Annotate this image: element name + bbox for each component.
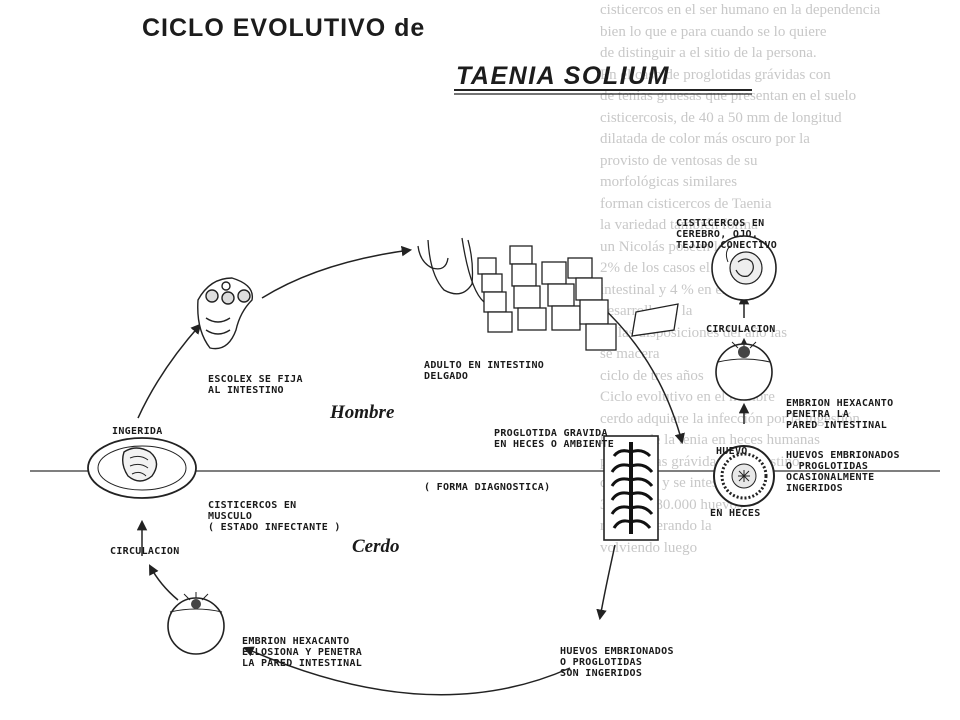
background-text-line: En el caso de proglotidas grávidas con	[600, 66, 831, 83]
label-ingerida: INGERIDA	[112, 426, 163, 437]
embryo-hatching-drawing	[167, 592, 225, 655]
diagram-title: CICLO EVOLUTIVO de	[142, 14, 426, 42]
arrow-ingerida-to-escolex	[137, 323, 202, 419]
background-text-line: dilatada de color más oscuro por la	[600, 131, 810, 147]
adult-worm-drawing	[417, 237, 679, 351]
label-circulacion-right: CIRCULACION	[706, 324, 776, 335]
background-text-line: bien lo que e para cuando se lo quiere	[600, 23, 827, 40]
background-text-line: 2% de los casos el	[600, 260, 710, 276]
background-text-line: de tenias gruesas que presentan en el su…	[600, 88, 857, 104]
label-circulacion-left: CIRCULACION	[110, 546, 180, 557]
arrow-adult-to-proglottid	[599, 304, 685, 445]
background-text-line: volviendo luego	[600, 539, 698, 556]
background-text-line: provisto de ventosas de su	[600, 152, 758, 169]
host-label-man: Hombre	[330, 402, 395, 423]
cycle-arrows	[136, 245, 750, 696]
background-text-line: de distinguir a el sitio de la persona.	[600, 45, 817, 61]
background-text-line: cerdo adquiere la infección por la inges…	[600, 410, 860, 427]
scolex-drawing	[197, 277, 254, 350]
arrow-proglottid-to-pig	[596, 544, 616, 621]
host-label-pig: Cerdo	[352, 536, 400, 557]
egg-drawing	[713, 445, 775, 507]
diagram-subtitle: TAENIA SOLIUM	[456, 62, 670, 90]
label-forma-diagnostica: ( FORMA DIAGNOSTICA)	[424, 482, 551, 493]
background-text-line: cisticercos en el ser humano en la depen…	[600, 2, 881, 18]
arrow-embrion-to-circulacion	[149, 564, 179, 601]
background-text-line: ciclo de tres años	[600, 367, 704, 384]
arrow-escolex-to-adult	[261, 245, 413, 299]
embryo-penetrating-drawing	[715, 340, 773, 401]
background-text-line: morfológicas similares	[600, 174, 738, 190]
cysticercus-brain-drawing	[711, 235, 777, 301]
gravid-proglottid-drawing	[603, 435, 659, 541]
arrow-eggs-to-embrion	[243, 646, 571, 696]
label-en-heces: EN HECES	[710, 508, 761, 519]
background-text-line: un Nicolás poseen los	[600, 238, 732, 255]
background-text-line: intestinal y 4 % en el	[600, 281, 727, 298]
label-huevo: HUEVO	[716, 446, 748, 457]
background-text-line: cisticercosis, de 40 a 50 mm de longitud	[600, 109, 842, 126]
background-text-line: forman cisticercos de Taenia	[600, 195, 772, 212]
background-text-line: la variedad también forma	[600, 217, 758, 233]
cysticercus-muscle-drawing	[87, 437, 197, 499]
